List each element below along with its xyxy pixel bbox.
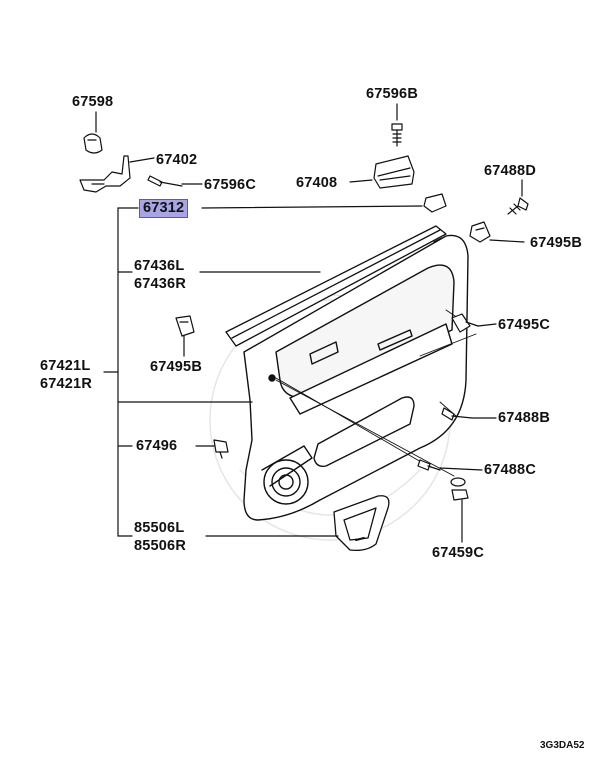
label-67436R[interactable]: 67436R <box>134 276 186 292</box>
screw-67488C <box>417 459 441 471</box>
cover-85506 <box>333 495 390 552</box>
bracket-67402 <box>79 155 131 193</box>
clip-67598 <box>83 133 103 154</box>
leader-lines <box>275 309 477 477</box>
clip-67495C <box>451 313 479 333</box>
group-bracket <box>103 207 253 537</box>
label-67488B[interactable]: 67488B <box>498 410 550 426</box>
label-67495B-right[interactable]: 67495B <box>530 235 582 251</box>
label-67421R[interactable]: 67421R <box>40 376 92 392</box>
label-67488C[interactable]: 67488C <box>484 462 536 478</box>
diagram-code: 3G3DA52 <box>540 740 585 751</box>
label-67596B[interactable]: 67596B <box>366 86 418 102</box>
label-67402[interactable]: 67402 <box>156 152 198 168</box>
door-trim-panel <box>243 234 469 521</box>
label-67596C[interactable]: 67596C <box>204 177 256 193</box>
fastener-67496 <box>213 439 229 459</box>
label-67495B-left[interactable]: 67495B <box>150 359 202 375</box>
screw-67488D <box>507 197 529 215</box>
label-67459C[interactable]: 67459C <box>432 545 484 561</box>
label-67598[interactable]: 67598 <box>72 94 114 110</box>
label-67495C[interactable]: 67495C <box>498 317 550 333</box>
clip-67495B-right <box>469 221 491 243</box>
label-67421L[interactable]: 67421L <box>40 358 91 374</box>
clip-67495B-left <box>175 315 195 337</box>
label-67312-highlighted[interactable]: 67312 <box>139 199 189 218</box>
leader-lines-main <box>95 111 339 537</box>
label-67436L[interactable]: 67436L <box>134 258 185 274</box>
label-67408[interactable]: 67408 <box>296 175 338 191</box>
screw-67596C <box>147 175 183 187</box>
cap-67312 <box>423 193 447 213</box>
label-85506L[interactable]: 85506L <box>134 520 185 536</box>
screw-67596B <box>391 123 403 147</box>
plug-67459C <box>450 477 469 501</box>
label-67488D[interactable]: 67488D <box>484 163 536 179</box>
screw-67488B <box>441 407 473 421</box>
label-67496[interactable]: 67496 <box>136 438 178 454</box>
label-85506R[interactable]: 85506R <box>134 538 186 554</box>
pocket-67408 <box>373 155 415 189</box>
